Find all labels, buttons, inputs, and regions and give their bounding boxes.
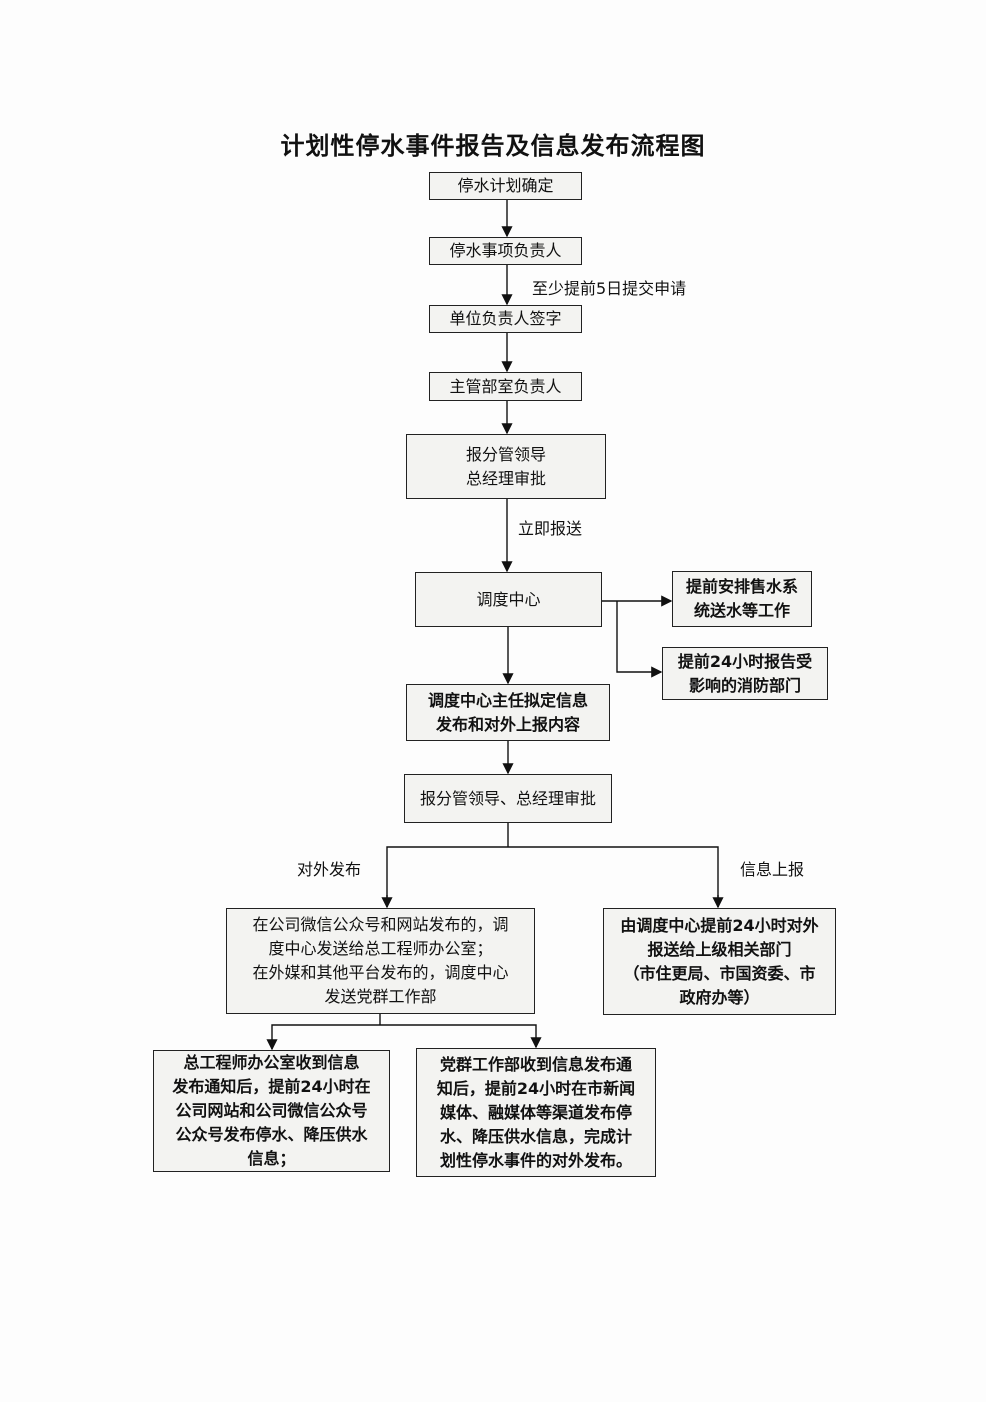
split-9: [271, 1024, 537, 1049]
node-chief-engineer-office: 总工程师办公室收到信息 发布通知后，提前24小时在 公司网站和公司微信公众号 公…: [153, 1050, 390, 1172]
edge-label-5-days: 至少提前5日提交申请: [532, 279, 687, 298]
edge-label-info-report: 信息上报: [740, 860, 805, 879]
node-leader-approval: 报分管领导 总经理审批: [406, 434, 606, 499]
edge-label-external-publish: 对外发布: [297, 860, 362, 879]
diagram-title: 计划性停水事件报告及信息发布流程图: [280, 132, 706, 160]
node-report-superiors: 由调度中心提前24小时对外 报送给上级相关部门 （市住更局、市国资委、市 政府办…: [603, 908, 836, 1015]
split-8: [386, 846, 719, 907]
node-final-approval: 报分管领导、总经理审批: [404, 774, 612, 823]
node-notify-fire-dept: 提前24小时报告受 影响的消防部门: [662, 647, 828, 700]
node-dept-head: 主管部室负责人: [429, 372, 582, 401]
node-unit-head-sign: 单位负责人签字: [429, 305, 582, 333]
node-responsible-person: 停水事项负责人: [429, 237, 582, 265]
arrow-6-6b: [616, 601, 663, 678]
node-draft-info: 调度中心主任拟定信息 发布和对外上报内容: [406, 684, 610, 741]
node-send-info: 在公司微信公众号和网站发布的，调 度中心发送给总工程师办公室； 在外媒和其他平台…: [226, 908, 535, 1014]
edge-label-immediate: 立即报送: [518, 519, 583, 538]
node-arrange-water-supply: 提前安排售水系 统送水等工作: [672, 571, 812, 627]
node-dispatch-center: 调度中心: [415, 572, 602, 627]
node-plan-confirmed: 停水计划确定: [429, 172, 582, 200]
node-party-work-dept: 党群工作部收到信息发布通 知后，提前24小时在市新闻 媒体、融媒体等渠道发布停 …: [416, 1048, 656, 1177]
